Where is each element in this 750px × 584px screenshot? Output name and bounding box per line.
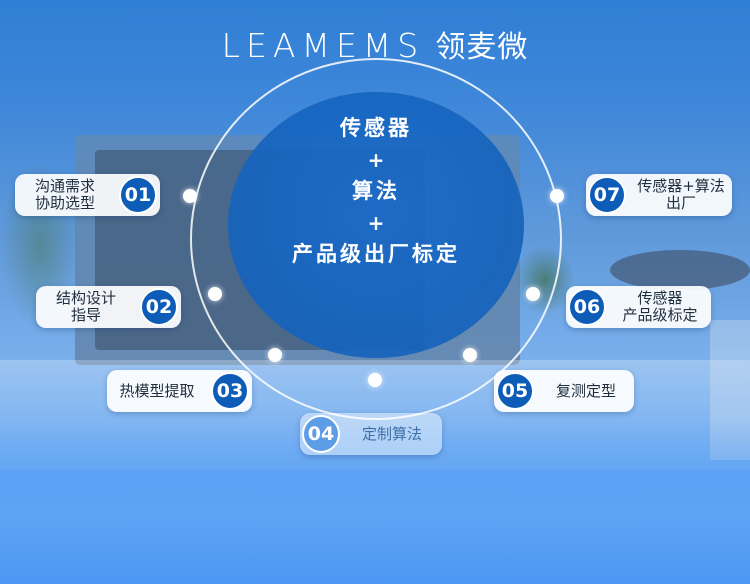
ring-dot-01 [183, 189, 197, 203]
step-06-label: 传感器 产品级标定 [610, 290, 710, 324]
step-03[interactable]: 热模型提取 03 [107, 370, 252, 412]
background-pan [610, 250, 750, 290]
ring-dot-07 [550, 189, 564, 203]
ring-dot-06 [526, 287, 540, 301]
process-ring [190, 58, 562, 420]
step-04-label: 定制算法 [344, 424, 440, 443]
step-01[interactable]: 沟通需求 协助选型 01 [15, 174, 160, 216]
step-07-number: 07 [588, 176, 626, 214]
step-02-label: 结构设计 指导 [36, 290, 136, 324]
step-02-label-line-2: 指导 [70, 306, 101, 324]
center-circle [228, 92, 524, 358]
ring-dot-04 [368, 373, 382, 387]
step-05-label-line-1: 复测定型 [555, 381, 616, 400]
step-01-label-line-2: 协助选型 [34, 194, 95, 212]
step-03-label-line-1: 热模型提取 [119, 381, 195, 400]
step-07[interactable]: 07 传感器+算法 出厂 [586, 174, 732, 216]
step-04[interactable]: 04 定制算法 [300, 413, 442, 455]
step-05-number: 05 [496, 372, 534, 410]
center-line-1: 传感器 [340, 116, 412, 140]
ring-dot-02 [208, 287, 222, 301]
step-03-label: 热模型提取 [107, 381, 207, 400]
center-text: 传感器 + 算法 + 产品级出厂标定 [228, 112, 524, 271]
step-01-label: 沟通需求 协助选型 [15, 178, 115, 212]
center-line-3: 产品级出厂标定 [292, 242, 460, 266]
step-06-label-line-1: 传感器 [637, 289, 683, 307]
ring-dot-03 [268, 348, 282, 362]
step-04-number: 04 [302, 415, 340, 453]
step-03-number: 03 [211, 372, 249, 410]
step-06-label-line-2: 产品级标定 [622, 306, 698, 324]
bottom-gradient [0, 420, 750, 584]
step-05[interactable]: 05 复测定型 [494, 370, 634, 412]
step-06-number: 06 [568, 288, 606, 326]
step-05-label: 复测定型 [538, 381, 634, 400]
step-01-number: 01 [119, 176, 157, 214]
step-07-label-line-2: 出厂 [665, 194, 696, 212]
ring-dot-05 [463, 348, 477, 362]
logo: LEAMEMS 领麦微 [0, 22, 750, 66]
center-plus-1: + [367, 148, 385, 172]
center-line-2: 算法 [352, 179, 400, 203]
logo-chinese: 领麦微 [435, 30, 529, 65]
step-07-label: 传感器+算法 出厂 [630, 178, 732, 212]
step-07-label-line-1: 传感器+算法 [637, 177, 725, 195]
step-04-label-line-1: 定制算法 [361, 424, 422, 443]
step-01-label-line-1: 沟通需求 [34, 177, 95, 195]
step-02-label-line-1: 结构设计 [55, 289, 116, 307]
step-02-number: 02 [140, 288, 178, 326]
step-06[interactable]: 06 传感器 产品级标定 [566, 286, 711, 328]
step-02[interactable]: 结构设计 指导 02 [36, 286, 181, 328]
center-plus-2: + [367, 211, 385, 235]
